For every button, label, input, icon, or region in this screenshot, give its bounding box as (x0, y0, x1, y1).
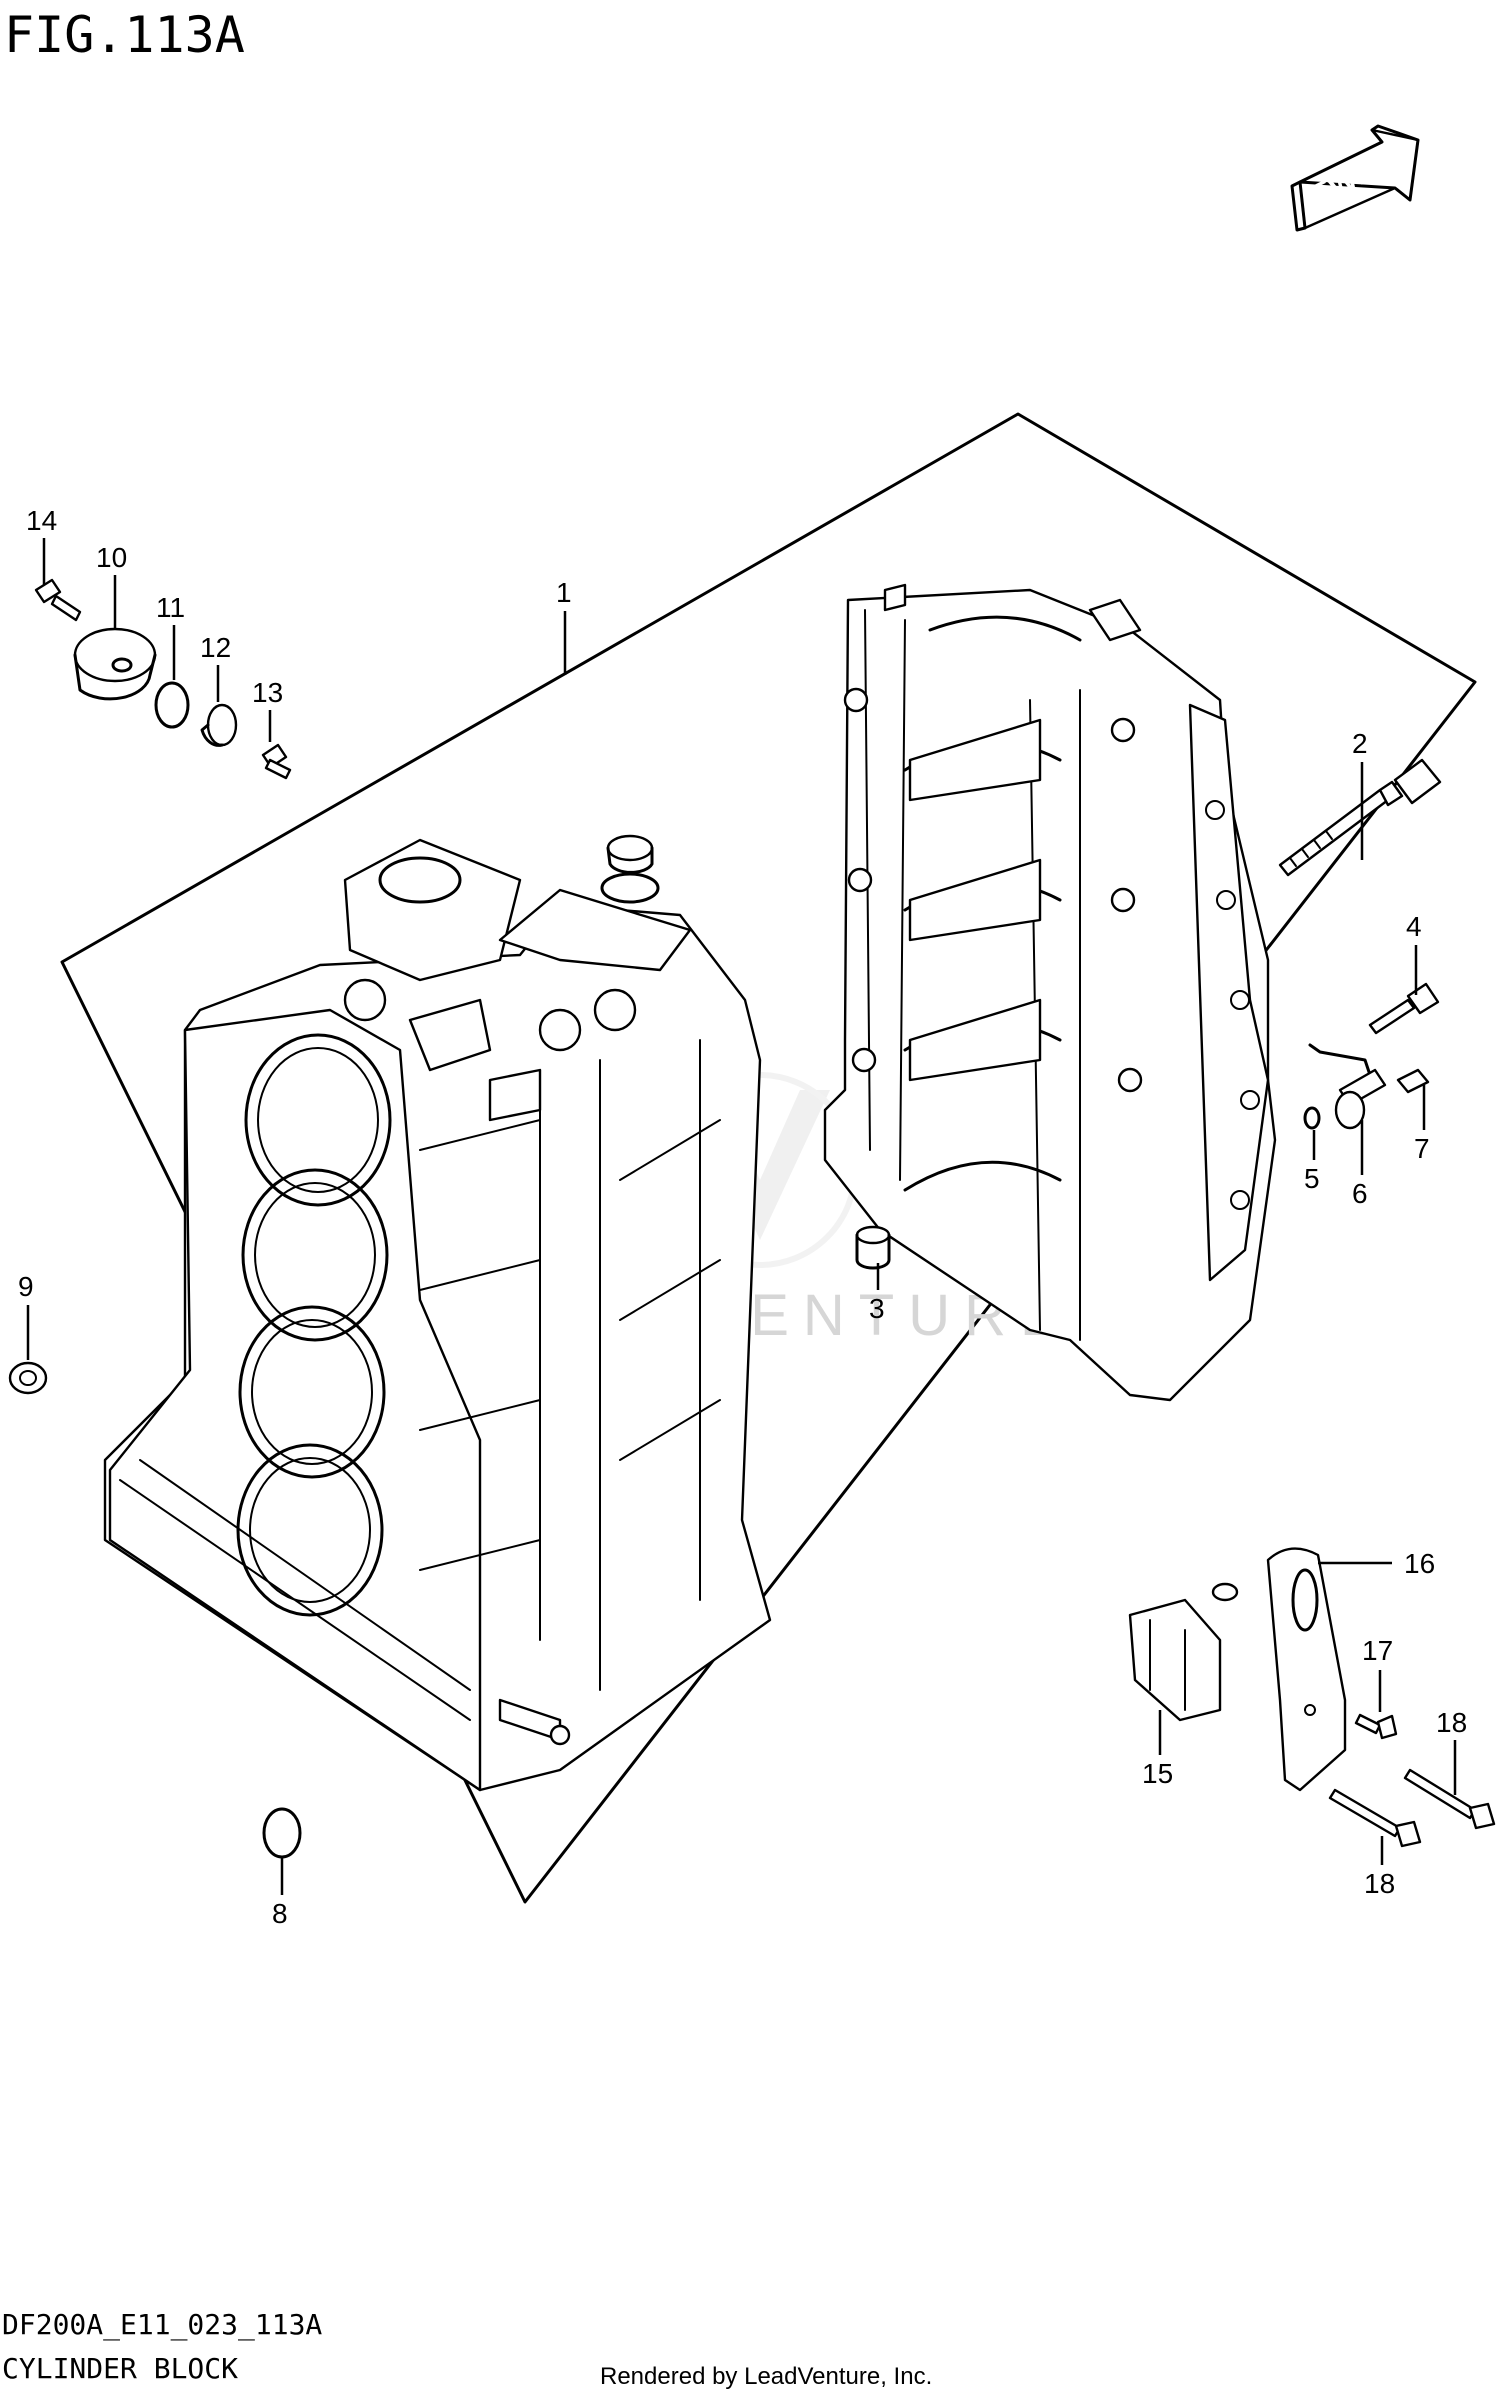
cylinder-block (103, 838, 772, 1792)
bracket (1128, 1582, 1239, 1722)
leader-lines (26, 538, 1457, 1895)
callout-1: 1 (556, 577, 572, 608)
callout-15: 15 (1142, 1758, 1173, 1789)
o-ring-bottom (262, 1807, 302, 1859)
callout-5: 5 (1304, 1163, 1320, 1194)
water-cover-assembly (34, 578, 292, 780)
sensor-assembly (1303, 1043, 1430, 1130)
plate-bolt-long (1328, 1768, 1496, 1848)
callout-6: 6 (1352, 1178, 1368, 1209)
callout-18-upper: 18 (1436, 1707, 1467, 1738)
crankcase-bolt-long (1278, 758, 1442, 877)
callout-17: 17 (1362, 1635, 1393, 1666)
figure-id: FIG.113A (4, 6, 245, 64)
seal-ring-left (8, 1361, 48, 1395)
callout-16: 16 (1404, 1548, 1435, 1579)
mounting-plate (1266, 1547, 1347, 1792)
callout-8: 8 (272, 1898, 288, 1929)
callout-14: 14 (26, 505, 57, 536)
plate-bolt (1354, 1713, 1398, 1740)
crankcase (823, 583, 1277, 1402)
dowel-pin (855, 1225, 891, 1270)
callout-4: 4 (1406, 911, 1422, 942)
render-credit: Rendered by LeadVenture, Inc. (600, 2363, 932, 2390)
callout-11: 11 (156, 592, 185, 623)
callout-10: 10 (96, 542, 127, 573)
callout-9: 9 (18, 1271, 34, 1302)
crankcase-bolt-short (1368, 982, 1440, 1035)
callout-labels: 1 2 3 4 5 6 7 8 9 10 11 12 13 14 15 16 1… (18, 505, 1467, 1929)
callout-7: 7 (1414, 1133, 1430, 1164)
top-plug (600, 834, 660, 904)
fwd-arrow-icon: FWD (1290, 124, 1420, 232)
callout-18-lower: 18 (1364, 1868, 1395, 1899)
callout-12: 12 (200, 632, 231, 663)
callout-2: 2 (1352, 728, 1368, 759)
figure-code: DF200A_E11_023_113A (2, 2308, 322, 2342)
callout-13: 13 (252, 677, 283, 708)
figure-name: CYLINDER BLOCK (2, 2352, 238, 2385)
callout-3: 3 (869, 1293, 885, 1324)
